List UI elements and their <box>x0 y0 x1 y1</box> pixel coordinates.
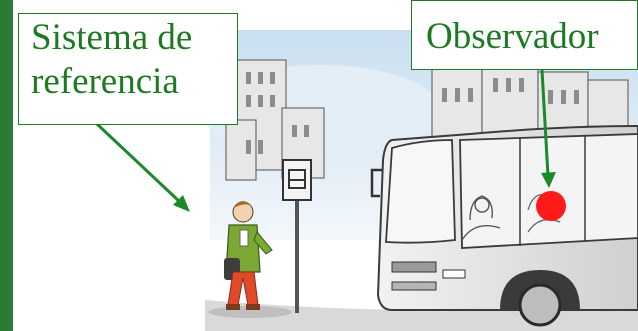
observer-label: Observador <box>411 0 638 70</box>
bus-front-window <box>385 139 456 244</box>
buildings-left-windows <box>246 72 309 154</box>
reference-system-label-line2: referencia <box>31 61 179 102</box>
observer-dot <box>536 191 566 221</box>
buildings-right-windows <box>442 78 579 104</box>
reference-system-label: Sistema de referencia <box>18 13 238 125</box>
standing-woman <box>224 201 273 310</box>
left-accent-bar <box>0 0 13 331</box>
bus-side-window <box>459 133 638 249</box>
reference-system-arrow <box>95 122 190 212</box>
bus-stop-sign <box>282 159 312 313</box>
reference-system-label-line1: Sistema de <box>31 17 193 58</box>
bus <box>370 124 638 327</box>
observer-arrow <box>540 69 556 188</box>
